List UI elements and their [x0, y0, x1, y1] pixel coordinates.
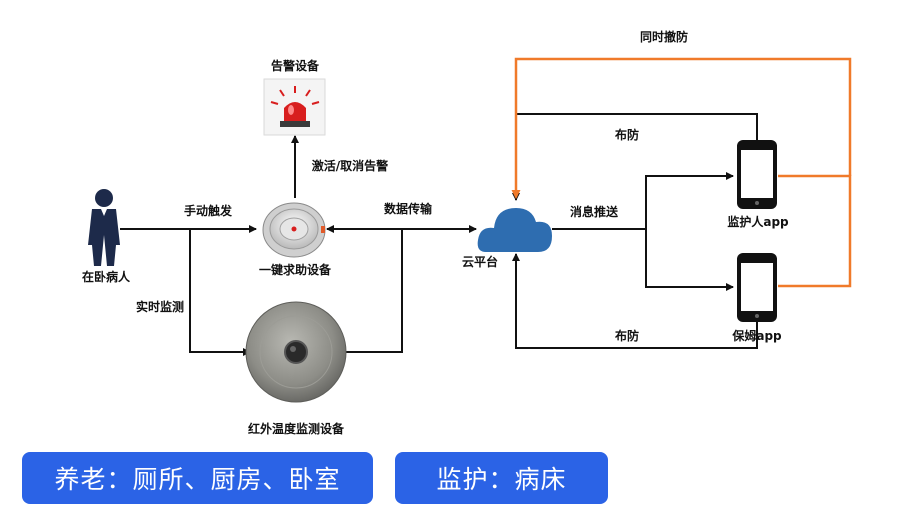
realtime-monitor-label: 实时监测: [136, 299, 184, 314]
monitoring-tag: 监护：病床: [395, 452, 608, 504]
arm-top-label: 布防: [615, 127, 639, 142]
alarm-device-label: 告警设备: [271, 58, 320, 73]
nanny-phone-icon: [737, 253, 777, 322]
arm-bottom-label: 布防: [615, 328, 639, 343]
edge-push-nanny: [645, 229, 734, 291]
manual-trigger-label: 手动触发: [184, 203, 233, 218]
nanny-app-label: 保姆app: [731, 328, 782, 343]
patient-icon: [88, 189, 120, 266]
edge-disarm: [778, 174, 852, 288]
ir-sensor-icon: [245, 301, 347, 403]
patient-label: 在卧病人: [82, 269, 131, 284]
alarm-siren-icon: [263, 78, 326, 136]
guardian-phone-icon: [737, 140, 777, 209]
elderly-care-tag: 养老：厕所、厨房、卧室: [22, 452, 373, 504]
edge-sensor-data: [345, 229, 403, 353]
guardian-app-label: 监护人app: [727, 214, 789, 229]
edge-arm-guardian: [512, 113, 758, 201]
sos-button-icon: [262, 202, 326, 258]
disarm-label: 同时撤防: [640, 29, 688, 44]
edge-push-guardian: [645, 172, 734, 229]
ir-sensor-label: 红外温度监测设备: [248, 421, 345, 436]
edge-arm-nanny: [512, 253, 758, 349]
activate-cancel-label: 激活/取消告警: [312, 158, 388, 173]
cloud-label: 云平台: [462, 254, 498, 269]
cloud-icon: [477, 208, 552, 252]
edge-realtime-monitor: [189, 229, 251, 356]
data-transfer-label: 数据传输: [384, 201, 433, 216]
edge-disarm-to-cloud: [511, 57, 852, 199]
push-label: 消息推送: [570, 204, 619, 219]
sos-device-label: 一键求助设备: [259, 262, 332, 277]
